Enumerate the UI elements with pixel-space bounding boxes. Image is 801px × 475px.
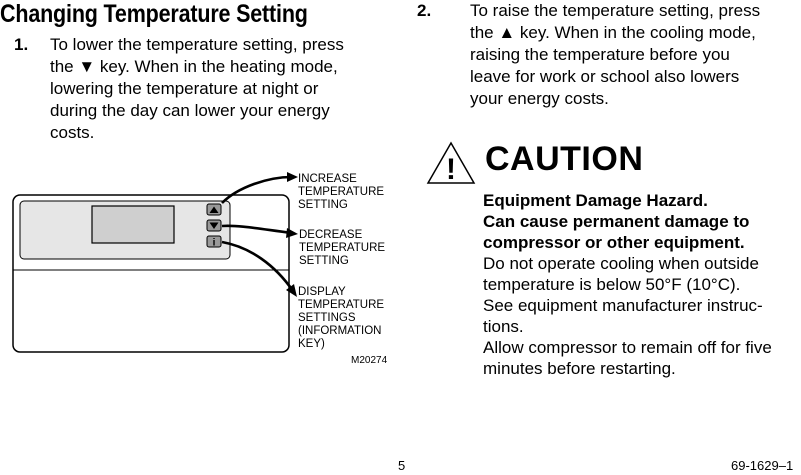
document-number: 69-1629–1 [731,458,794,473]
label-line: DISPLAY [298,286,346,298]
caution-bold-line: Can cause permanent damage to [483,212,750,231]
step-2-line: leave for work or school also lowers [470,67,740,86]
label-decrease: DECREASE TEMPERATURE SETTING [299,229,385,268]
page-number: 5 [398,458,406,473]
step-1-line: To lower the temperature setting, press [50,35,344,54]
step-1-number: 1. [14,35,29,54]
step-1-text: To lower the temperature setting, press … [50,34,374,144]
caution-bold-line: compressor or other equipment. [483,233,745,252]
increase-callout-arrow [221,175,293,204]
label-line: KEY) [298,338,325,350]
thermostat-figure: i INCREASE TEMPERATURE SETTING DECREASE … [0,165,400,375]
decrease-callout-arrow [221,224,293,235]
lcd-display [91,205,175,244]
model-number: M20274 [351,355,388,366]
label-line: SETTING [298,199,348,211]
thermostat-illustration: i [12,172,298,353]
step-2-line: raising the temperature before you [470,45,730,64]
arrowhead-icon [287,172,298,182]
caution-line: Do not operate cooling when outside [483,254,759,273]
caution-line: minutes before restarting. [483,359,676,378]
label-line: TEMPERATURE [298,186,385,198]
caution-bold-line: Equipment Damage Hazard. [483,191,708,210]
arrowhead-icon [286,228,298,238]
step-1-line: lowering the temperature at night or [50,79,319,98]
step-2: 2. To raise the temperature setting, pre… [414,0,794,110]
label-line: DECREASE [299,229,363,241]
caution-body: Equipment Damage Hazard. Can cause perma… [483,190,801,379]
info-key [206,235,222,248]
caution-line: Allow compressor to remain off for five [483,338,772,357]
step-1-line: during the day can lower your energy [50,101,330,120]
label-line: TEMPERATURE [299,242,386,254]
step-2-line: the ▲ key. When in the cooling mode, [470,23,756,42]
triangle-down-icon [209,222,219,229]
caution-line: tions. [483,317,524,336]
label-display: DISPLAY TEMPERATURE SETTINGS (INFORMATIO… [298,286,384,351]
label-increase: INCREASE TEMPERATURE SETTING [298,173,384,212]
caution-line: See equipment manufacturer instruc- [483,296,763,315]
step-1-line: the ▼ key. When in the heating mode, [50,57,338,76]
step-1: 1. To lower the temperature setting, pre… [14,34,374,144]
step-1-line: costs. [50,123,95,142]
caution-line: temperature is below 50°F (10°C). [483,275,741,294]
label-line: TEMPERATURE [298,299,385,311]
step-2-text: To raise the temperature setting, press … [470,0,794,110]
triangle-up-icon [209,206,219,213]
label-line: SETTING [299,255,349,267]
arrowhead-icon [286,284,297,297]
info-key-glyph: i [213,238,216,249]
step-2-number: 2. [417,1,432,20]
label-line: (INFORMATION [298,325,382,337]
step-2-line: your energy costs. [470,89,609,108]
label-line: SETTINGS [298,312,356,324]
caution-title: CAUTION [485,140,644,178]
display-callout-arrow [221,240,295,292]
step-2-line: To raise the temperature setting, press [470,1,761,20]
warning-triangle-icon: ! [426,141,476,186]
page-title: Changing Temperature Setting [0,0,308,28]
label-line: INCREASE [298,173,357,185]
warning-symbol: ! [446,153,456,186]
